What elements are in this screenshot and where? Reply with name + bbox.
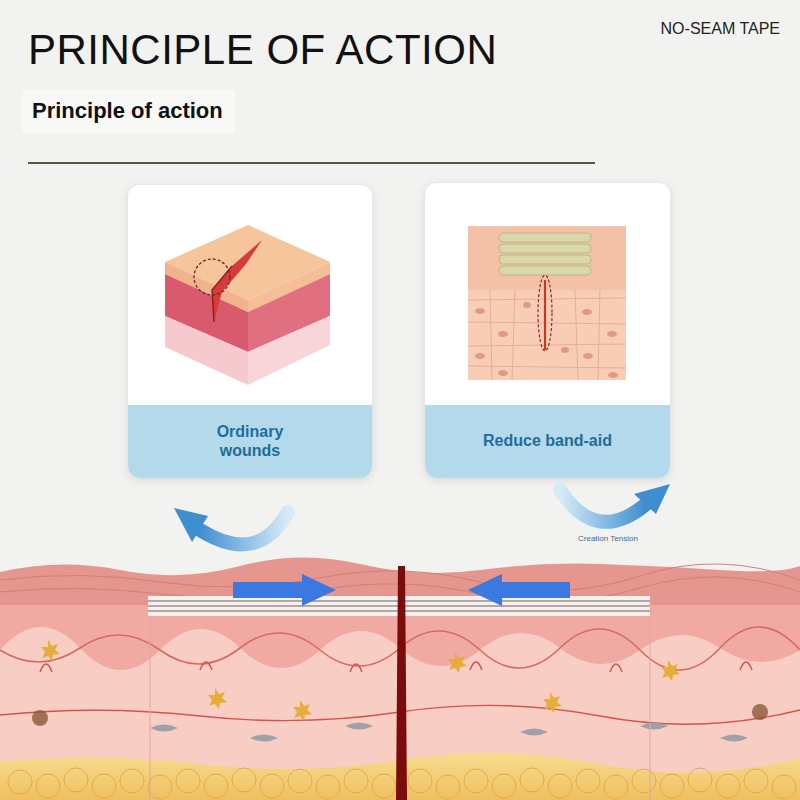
label-band: Ordinary wounds bbox=[128, 405, 372, 478]
tension-arrow bbox=[468, 574, 570, 606]
label-band: Reduce band-aid bbox=[425, 405, 670, 478]
curved-arrow bbox=[560, 484, 670, 522]
card-caption: Reduce band-aid bbox=[483, 432, 612, 450]
brand-label: NO-SEAM TAPE bbox=[661, 20, 780, 38]
card-box: Ordinary wounds bbox=[128, 185, 372, 478]
wound-cube bbox=[165, 225, 330, 385]
card-caption: Ordinary wounds bbox=[190, 423, 310, 460]
skin-section bbox=[0, 557, 800, 800]
page-title: PRINCIPLE OF ACTION bbox=[28, 26, 497, 74]
tension-arrow bbox=[233, 574, 336, 606]
taped-block bbox=[468, 226, 626, 380]
wound-gap bbox=[396, 566, 407, 800]
card-panel bbox=[425, 183, 670, 478]
card-box: Reduce band-aid bbox=[425, 183, 670, 478]
curved-arrow bbox=[174, 508, 288, 544]
subtitle-label: Principle of action bbox=[22, 90, 235, 133]
divider-line bbox=[28, 162, 595, 164]
arrow-label: Creation Tension bbox=[578, 534, 638, 543]
card-panel bbox=[128, 185, 372, 478]
